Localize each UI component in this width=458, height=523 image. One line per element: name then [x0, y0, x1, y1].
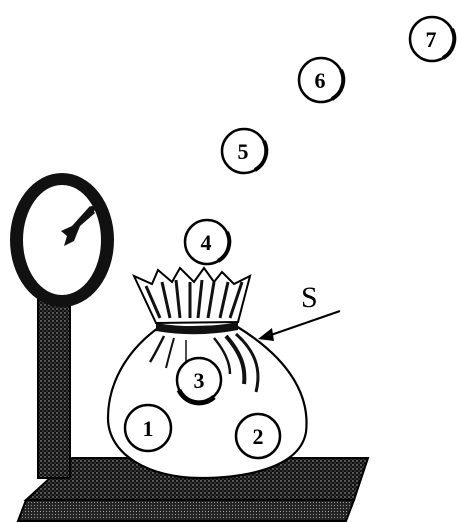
ball-6: 6 [299, 58, 343, 102]
ball-4-label: 4 [201, 230, 212, 255]
ball-2: 2 [236, 414, 280, 458]
ball-5-label: 5 [238, 139, 249, 164]
label-s: S [301, 281, 318, 314]
scale-dial [10, 173, 114, 307]
ball-2-label: 2 [253, 424, 264, 449]
ball-7: 7 [410, 17, 454, 61]
ball-3: 3 [177, 358, 221, 403]
ball-4: 4 [185, 220, 229, 264]
ball-1: 1 [125, 405, 171, 451]
ball-1-label: 1 [143, 416, 154, 441]
ball-5: 5 [222, 129, 266, 173]
arrow-to-bag [258, 311, 340, 341]
ball-3-label: 3 [194, 368, 205, 393]
ball-6-label: 6 [315, 68, 326, 93]
ball-7-label: 7 [426, 27, 437, 52]
scale-column [38, 300, 70, 478]
